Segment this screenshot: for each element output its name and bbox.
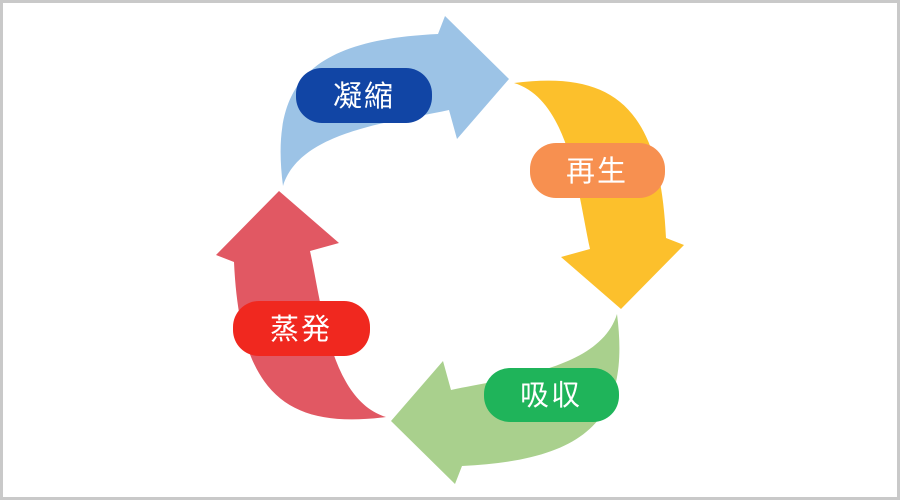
pill-label-evaporation: 蒸発 xyxy=(270,313,332,346)
step-pill-condensation: 凝縮 xyxy=(296,68,432,123)
cycle-arrows xyxy=(216,16,684,484)
pill-label-absorption: 吸収 xyxy=(520,380,582,412)
pill-evaporation xyxy=(233,301,370,356)
pill-label-condensation: 凝縮 xyxy=(333,80,395,113)
pill-regeneration xyxy=(530,143,665,198)
step-pill-absorption: 吸収 xyxy=(484,368,619,422)
step-pill-regeneration: 再生 xyxy=(530,143,665,198)
pill-label-regeneration: 再生 xyxy=(566,155,628,188)
step-pill-evaporation: 蒸発 xyxy=(233,301,370,356)
pill-absorption xyxy=(484,368,619,422)
pill-condensation xyxy=(296,68,432,123)
cycle-step-pills: 凝縮 再生 吸収 蒸発 xyxy=(233,68,665,422)
